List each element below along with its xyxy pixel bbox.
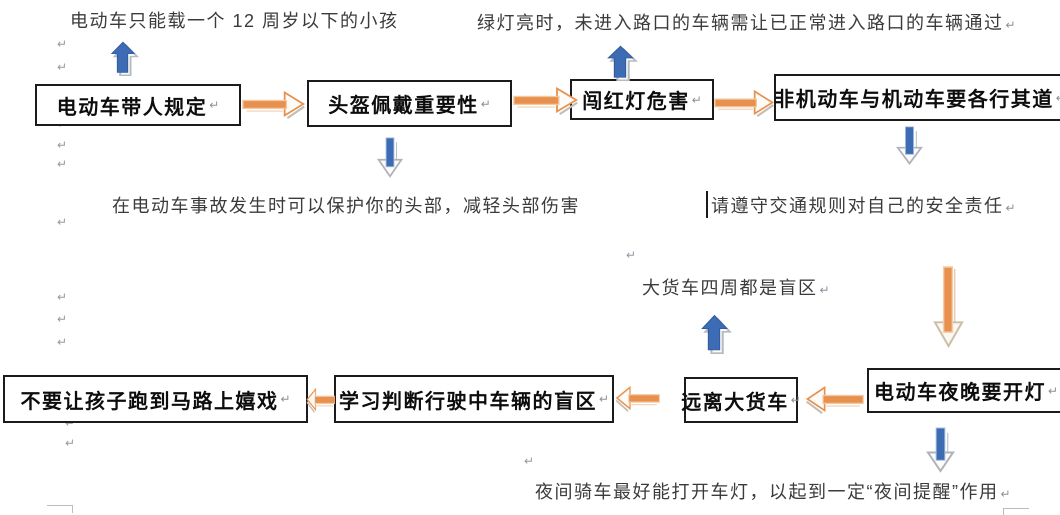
- annotation-truck-blind: 大货车四周都是盲区↵: [642, 278, 830, 298]
- annotation-obey-rules: 请遵守交通规则对自己的安全责任↵: [711, 196, 1016, 216]
- flow-box-helmet[interactable]: 头盔佩戴重要性↵: [307, 80, 512, 127]
- right-arrow-icon[interactable]: [242, 89, 306, 119]
- paragraph-mark: ↵: [280, 392, 291, 406]
- paragraph-mark: ↵: [1056, 91, 1060, 105]
- paragraph-mark: ↵: [57, 215, 68, 229]
- right-arrow-icon[interactable]: [513, 85, 579, 115]
- annotation-green-light: 绿灯亮时，未进入路口的车辆需让已正常进入路口的车辆通过↵: [477, 13, 1016, 33]
- text-boundary-corner: [1003, 508, 1029, 515]
- right-arrow-icon[interactable]: [714, 88, 775, 117]
- paragraph-mark: ↵: [57, 290, 68, 304]
- down-arrow-icon[interactable]: [895, 126, 924, 166]
- text-boundary-corner: [47, 505, 73, 513]
- paragraph-mark: ↵: [626, 248, 637, 262]
- flow-box-no-play-road[interactable]: 不要让孩子跑到马路上嬉戏↵: [3, 375, 308, 423]
- paragraph-mark: ↵: [57, 37, 68, 51]
- paragraph-mark: ↵: [598, 392, 610, 406]
- text-cursor: [706, 191, 708, 218]
- paragraph-mark: ↵: [57, 312, 68, 326]
- paragraph-mark: ↵: [790, 393, 801, 407]
- paragraph-mark: ↵: [691, 92, 702, 107]
- down-arrow-icon[interactable]: [376, 137, 404, 179]
- paragraph-mark: ↵: [1005, 201, 1016, 215]
- flow-box-judge-blind[interactable]: 学习判断行驶中车辆的盲区↵: [334, 375, 614, 423]
- flow-box-carry-rule[interactable]: 电动车带人规定↵: [35, 84, 241, 126]
- flow-box-red-light[interactable]: 闯红灯危害↵: [570, 79, 714, 120]
- left-arrow-icon[interactable]: [306, 386, 335, 413]
- paragraph-mark: ↵: [209, 98, 220, 112]
- flow-box-night-headlight[interactable]: 电动车夜晚要开灯↵: [867, 368, 1060, 413]
- paragraph-mark: ↵: [57, 335, 68, 349]
- left-arrow-icon[interactable]: [615, 384, 660, 412]
- paragraph-mark: ↵: [1005, 18, 1016, 32]
- paragraph-mark: ↵: [65, 436, 76, 450]
- paragraph-mark: ↵: [57, 157, 68, 171]
- annotation-only-one-child: 电动车只能载一个 12 周岁以下的小孩: [70, 11, 399, 31]
- paragraph-mark: ↵: [1000, 487, 1011, 501]
- flow-box-keep-away-truck[interactable]: 远离大货车↵: [681, 377, 801, 423]
- up-arrow-icon[interactable]: [696, 313, 733, 354]
- flow-box-separate-lanes[interactable]: 非机动车与机动车要各行其道↵: [774, 74, 1060, 121]
- left-arrow-icon[interactable]: [805, 384, 864, 414]
- paragraph-mark: ↵: [57, 60, 68, 74]
- down-arrow-icon[interactable]: [925, 427, 956, 474]
- annotation-helmet-protect: 在电动车事故发生时可以保护你的头部，减轻头部伤害: [112, 196, 580, 216]
- paragraph-mark: ↵: [819, 283, 830, 297]
- paragraph-mark: ↵: [1047, 383, 1059, 398]
- up-arrow-icon[interactable]: [602, 44, 639, 81]
- paragraph-mark: ↵: [524, 454, 535, 468]
- down-arrow-orange-icon[interactable]: [931, 265, 966, 348]
- paragraph-mark: ↵: [480, 96, 491, 111]
- annotation-night-light: 夜间骑车最好能打开车灯，以起到一定“夜间提醒”作用↵: [535, 482, 1011, 502]
- paragraph-mark: ↵: [57, 138, 68, 152]
- up-arrow-icon[interactable]: [106, 40, 140, 76]
- paragraph-mark: ↵: [65, 416, 76, 430]
